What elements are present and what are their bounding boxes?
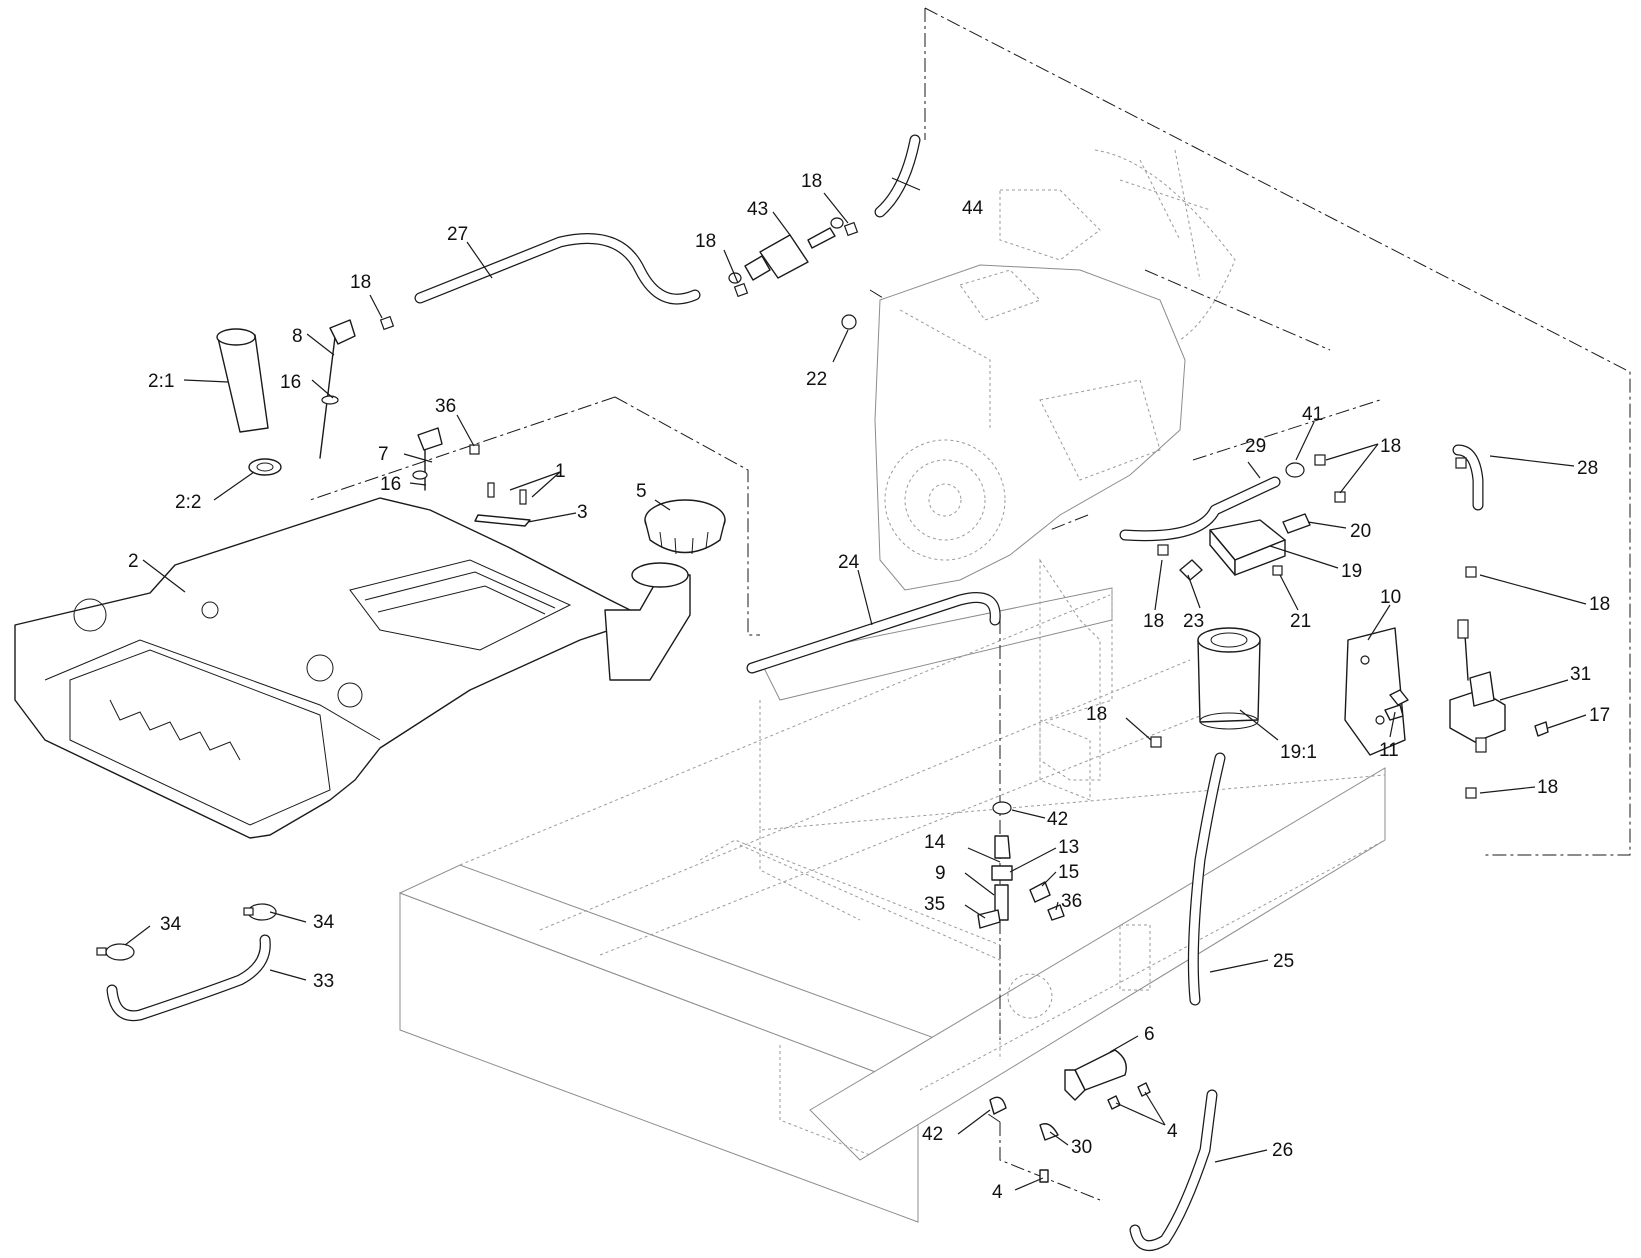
engine-block [874,149,1236,781]
callout-13: 13 [1058,837,1079,858]
hose-clamps-34 [96,903,277,961]
callout-18: 18 [1143,611,1164,632]
callout-5: 5 [636,481,647,502]
callout-19-1: 19:1 [1280,742,1317,763]
callout-11: 11 [1379,740,1399,761]
callout-3: 3 [577,502,588,523]
callout-17: 17 [1589,705,1610,726]
hose-28 [1452,444,1484,511]
callout-35: 35 [924,894,945,915]
mower-frame [398,587,1386,1223]
vent-tube [216,328,282,476]
callout-42: 42 [922,1124,943,1145]
callout-33: 33 [313,971,334,992]
callout-2-1: 2:1 [148,371,174,392]
callout-18: 18 [695,231,716,252]
hose-25 [1187,752,1226,1006]
fuel-tank [14,497,691,839]
inline-fuel-filter [728,217,844,284]
callout-22: 22 [806,369,827,390]
hose-26 [1129,1089,1218,1252]
callout-28: 28 [1577,458,1598,479]
callout-10: 10 [1380,587,1401,608]
bracket-6 [989,1049,1151,1183]
fuel-sender [319,319,443,491]
callout-labels: 2:1 2:2 2 16 8 18 27 18 43 18 44 22 36 7… [128,171,1610,1203]
callout-34: 34 [160,914,182,935]
callout-44: 44 [962,198,984,219]
callout-18: 18 [801,171,822,192]
callout-18: 18 [350,272,371,293]
callout-20: 20 [1350,521,1371,542]
callout-16: 16 [280,372,301,393]
hose-44 [874,134,921,218]
callout-19: 19 [1341,561,1362,582]
callout-8: 8 [292,326,303,347]
callout-27: 27 [447,224,468,245]
fuel-pump [1449,619,1506,753]
callout-6: 6 [1144,1024,1155,1045]
bracket-10 [1344,627,1409,756]
callout-21: 21 [1290,611,1311,632]
callout-26: 26 [1272,1140,1293,1161]
tee-fittings [977,620,1065,1040]
callout-2-2: 2:2 [175,492,201,513]
tank-clamp [474,482,531,527]
callout-23: 23 [1183,611,1204,632]
callout-7: 7 [378,444,389,465]
hose-33 [106,934,271,1022]
callout-4: 4 [992,1182,1003,1203]
callout-1: 1 [555,461,566,482]
callout-18: 18 [1589,594,1610,615]
callout-36: 36 [1061,891,1082,912]
leader-lines [124,177,1587,1191]
callout-42: 42 [1047,809,1068,830]
callout-18: 18 [1537,777,1558,798]
small-fittings [379,221,1549,799]
callout-25: 25 [1273,951,1294,972]
callout-18: 18 [1380,436,1401,457]
callout-9: 9 [935,863,946,884]
callout-2: 2 [128,551,139,572]
hose-24 [746,592,1001,674]
callout-34: 34 [313,912,335,933]
callout-43: 43 [747,199,768,220]
water-separator-filter [1197,627,1261,730]
callout-15: 15 [1058,862,1079,883]
hose-27 [414,233,701,305]
callout-18: 18 [1086,704,1107,725]
callout-30: 30 [1071,1137,1092,1158]
callout-16: 16 [380,474,401,495]
callout-14: 14 [924,832,946,853]
fuel-cap [644,499,726,555]
callout-41: 41 [1302,404,1323,425]
callout-31: 31 [1570,664,1591,685]
hose-29 [1119,476,1281,542]
callout-4: 4 [1167,1121,1178,1142]
callout-24: 24 [838,552,860,573]
callout-29: 29 [1245,436,1266,457]
callout-36: 36 [435,396,456,417]
filter-head-19 [1209,519,1286,576]
